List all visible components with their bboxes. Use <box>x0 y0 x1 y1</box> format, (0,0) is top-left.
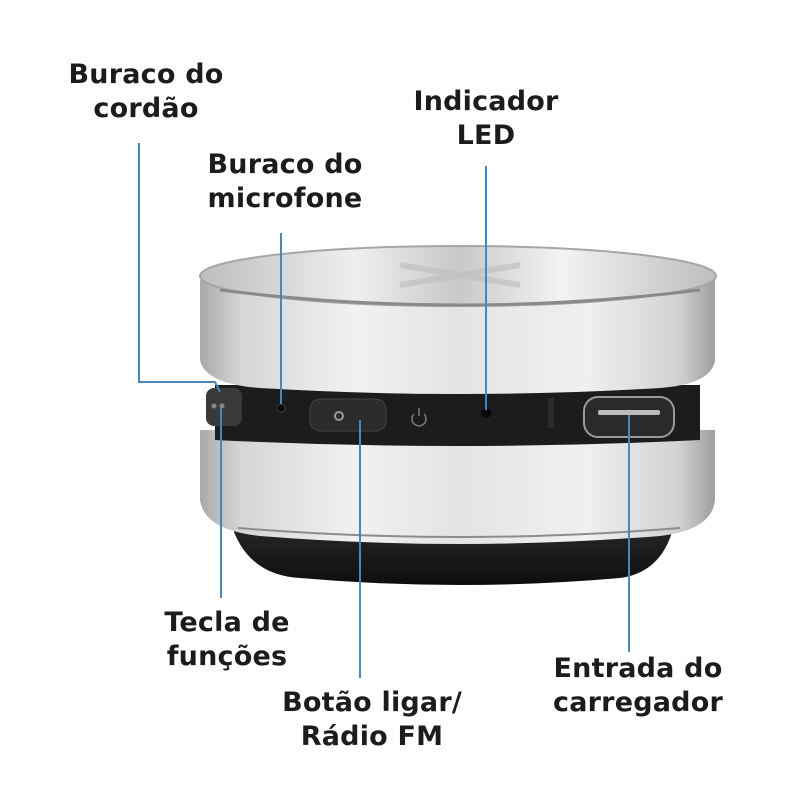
control-band <box>206 385 700 446</box>
callout-line-lanyard <box>138 143 221 393</box>
label-lanyard-hole: Buraco do cordão <box>68 59 224 124</box>
label-power-fm-button: Botão ligar/ Rádio FM <box>282 687 462 752</box>
power-icon <box>411 408 427 427</box>
label-microphone-hole: Buraco do microfone <box>207 149 363 214</box>
upper-housing <box>199 245 717 394</box>
power-button-part <box>309 398 387 432</box>
label-function-key: Tecla de funções <box>164 607 290 672</box>
callout-lines <box>138 143 630 678</box>
microphone-hole-part <box>276 403 286 413</box>
label-charger-port: Entrada do carregador <box>553 653 723 718</box>
led-indicator-part <box>481 408 491 418</box>
label-led-indicator: Indicador LED <box>413 86 559 151</box>
lower-housing <box>200 430 715 544</box>
